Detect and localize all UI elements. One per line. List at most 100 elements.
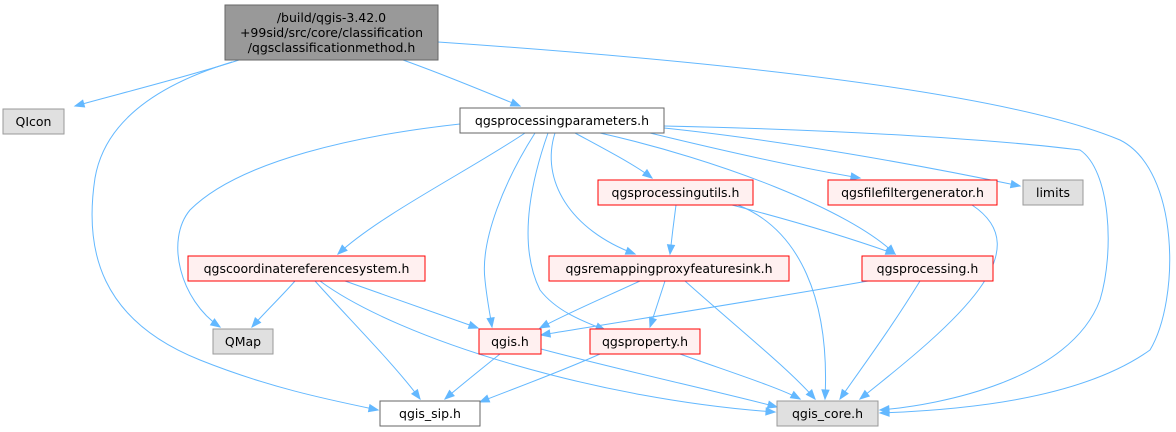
edge-line [91,61,379,411]
edge-procutils-to-remap [666,204,677,256]
arrowhead [849,172,862,181]
node-box [379,400,481,427]
edge-line [344,280,479,329]
node-label: qgsprocessing.h [877,261,979,276]
edge-crs-to-qmap [251,280,296,329]
edge-params-to-core [663,125,1109,414]
edge-params-to-property [527,132,607,331]
node-box [187,255,426,282]
node-box [478,328,542,355]
node-qicon: QIcon [2,108,65,135]
edge-line [679,353,801,400]
arrowhead [509,98,522,107]
arrowhead [821,389,830,401]
edge-filefilter-to-core [858,204,998,400]
edge-params-to-limits [663,127,1022,189]
edge-property-to-core [679,353,802,400]
node-label: qgsproperty.h [602,334,688,349]
node-params[interactable]: qgsprocessingparameters.h [459,107,665,134]
edge-line [337,132,526,255]
arrowhead [410,388,421,401]
node-label: limits [1036,185,1070,200]
edge-line [539,280,641,329]
arrowhead [209,318,222,328]
arrowhead [467,320,480,329]
edge-params-to-qmap [177,123,461,328]
edge-root-to-qicon [73,59,240,108]
edge-line [684,280,816,400]
edge-line [550,132,636,255]
arrowhead [251,317,262,329]
node-label: /qgsclassificationmethod.h [248,40,416,55]
edge-property-to-sip [478,353,601,403]
node-label: qgis_sip.h [399,406,461,421]
edge-line [540,348,778,408]
edge-line [319,280,776,413]
node-qgis[interactable]: qgis.h [478,328,542,355]
edge-line [649,132,861,179]
node-qmap: QMap [212,328,274,355]
node-label: /build/qgis-3.42.0 [277,10,386,25]
edge-params-to-filefilter [649,132,862,181]
node-limits: limits [1022,179,1084,206]
node-box [776,400,879,427]
node-box [459,107,665,134]
edge-processing-to-qgis [539,280,869,338]
node-box [827,179,998,206]
edge-layer [73,41,1171,417]
arrowhead [666,244,676,256]
edge-qgis-to-core [540,348,779,409]
edge-params-to-procutils [574,132,654,179]
edge-qgis-to-sip [443,353,501,400]
arrowhead [641,168,654,179]
node-label: qgis_core.h [792,406,863,421]
edge-root-to-params [402,59,522,107]
arrowhead [539,329,552,338]
node-box [212,328,274,355]
edge-line [737,204,827,400]
edge-crs-to-core [319,280,777,416]
edge-root-to-sip [91,61,380,413]
edge-line [314,280,421,400]
node-crs[interactable]: qgscoordinatereferencesystem.h [187,255,426,282]
arrowhead [648,316,658,329]
edge-remap-to-property [648,280,666,329]
node-box [2,108,65,135]
node-filefilter[interactable]: qgsfilefiltergenerator.h [827,179,998,206]
node-label: QMap [225,334,261,349]
node-label: qgsfilefiltergenerator.h [841,185,984,200]
edge-params-to-crs [336,132,526,255]
edge-line [731,204,896,255]
edge-crs-to-sip [314,280,421,401]
edge-line [540,280,869,336]
node-sip[interactable]: qgis_sip.h [379,400,481,427]
node-procutils[interactable]: qgsprocessingutils.h [597,179,754,206]
arrowhead [805,389,816,401]
arrowhead [73,99,86,108]
node-property[interactable]: qgsproperty.h [589,328,701,355]
node-box [1022,179,1084,206]
node-remap[interactable]: qgsremappingproxyfeaturesink.h [548,255,790,282]
node-label: qgsprocessingutils.h [612,185,740,200]
edge-procutils-to-core [737,204,830,401]
edge-line [437,41,1171,414]
node-processing[interactable]: qgsprocessing.h [861,255,994,282]
edge-remap-to-core [684,280,816,401]
edge-line [663,127,1021,187]
node-box [861,255,994,282]
arrowhead [839,388,849,401]
node-layer: /build/qgis-3.42.0+99sid/src/core/classi… [2,4,1084,427]
arrowhead [878,404,890,414]
arrowhead [624,246,637,255]
node-label: QIcon [16,114,52,129]
edge-root-to-core [437,41,1171,417]
node-label: qgis.h [491,334,529,349]
edge-line [859,204,998,400]
edge-line [527,132,606,331]
edge-line [483,132,536,328]
edge-line [444,353,501,400]
node-root[interactable]: /build/qgis-3.42.0+99sid/src/core/classi… [224,4,439,61]
edge-line [177,123,461,328]
arrowhead [538,319,551,329]
